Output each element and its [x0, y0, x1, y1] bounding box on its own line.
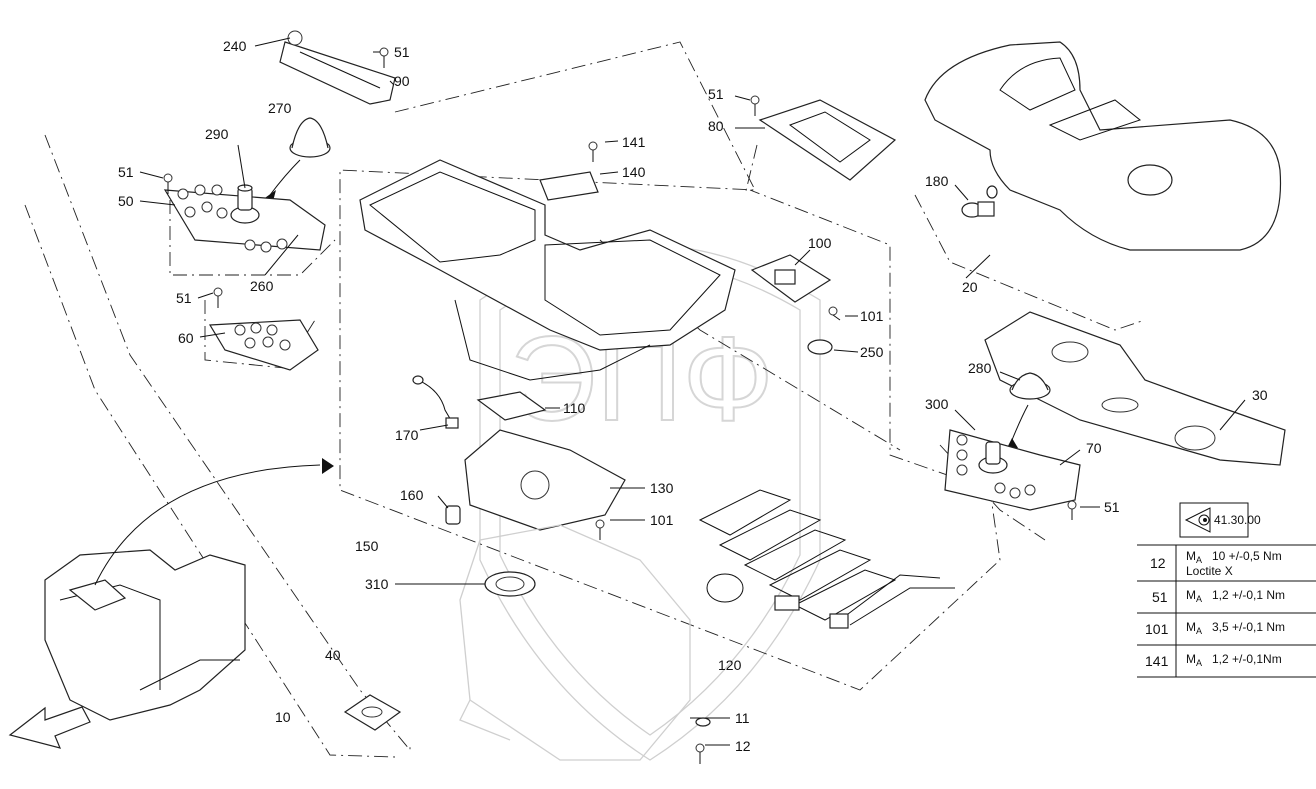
- callout-160: 160: [400, 487, 424, 503]
- part-70-button-panel: [944, 429, 1081, 511]
- part-110-bracket: [476, 391, 547, 421]
- screw-51-top: [379, 47, 389, 68]
- torque-value: 1,2 +/-0,1 Nm: [1212, 588, 1285, 602]
- callout-280: 280: [968, 360, 992, 376]
- callout-10: 10: [275, 709, 291, 725]
- callout-110: 110: [563, 400, 586, 416]
- part-30-gasket: [984, 311, 1286, 466]
- callout-101-a: 101: [860, 308, 884, 324]
- part-120-cable-harness: [698, 489, 955, 629]
- callout-141: 141: [622, 134, 646, 150]
- callout-11: 11: [735, 710, 750, 726]
- reference-code: 41.30.00: [1214, 513, 1261, 527]
- torque-symbol: MA: [1186, 588, 1202, 604]
- part-80-display-panel: [758, 99, 897, 181]
- torque-symbol: MA: [1186, 549, 1202, 565]
- screw-51-display: [750, 95, 760, 116]
- callout-101-b: 101: [650, 512, 674, 528]
- torque-row: 12 MA 10 +/-0,5 Nm Loctite X: [1150, 549, 1282, 578]
- callout-60: 60: [178, 330, 194, 346]
- part-250-ring: [807, 339, 833, 355]
- callout-80: 80: [708, 118, 724, 134]
- torque-row: 51 MA 1,2 +/-0,1 Nm: [1152, 588, 1285, 605]
- screw-101-lower: [595, 519, 605, 540]
- callout-90: 90: [394, 73, 410, 89]
- part-100-control-unit: [750, 254, 832, 303]
- part-90-cover-strip: [279, 30, 396, 105]
- torque-symbol: MA: [1186, 652, 1202, 668]
- part-50-button-panel: [163, 184, 326, 253]
- torque-row-number: 12: [1150, 555, 1166, 571]
- torque-row-number: 141: [1145, 653, 1169, 669]
- screw-141: [588, 141, 598, 162]
- callout-labels: 240 51 90 270 290 51 50 260 51 60 141 14…: [118, 38, 1268, 754]
- part-270-rubber-boot: [262, 117, 331, 205]
- torque-table: 12 MA 10 +/-0,5 Nm Loctite X 51 MA 1,2 +…: [1137, 544, 1316, 678]
- pedestal-outline: [459, 524, 691, 761]
- torque-row: 141 MA 1,2 +/-0,1Nm: [1145, 652, 1282, 669]
- callout-50: 50: [118, 193, 134, 209]
- callout-51-d: 51: [708, 86, 724, 102]
- part-280-rubber-boot: [1005, 372, 1051, 452]
- callout-240: 240: [223, 38, 247, 54]
- part-40-sticker: [343, 694, 402, 731]
- callout-120: 120: [718, 657, 742, 673]
- leader-lines: [139, 37, 1246, 746]
- torque-value: 10 +/-0,5 Nm: [1212, 549, 1282, 563]
- machine-overview-illustration: [44, 458, 334, 721]
- eye-icon: [1184, 507, 1211, 533]
- screw-12: [695, 743, 705, 764]
- callout-100: 100: [808, 235, 832, 251]
- callout-260: 260: [250, 278, 274, 294]
- screw-101-upper: [828, 306, 841, 321]
- callout-140: 140: [622, 164, 646, 180]
- view-direction-arrow: [8, 706, 91, 749]
- callout-250: 250: [860, 344, 884, 360]
- part-310-mounting-ring: [484, 571, 536, 597]
- callout-290: 290: [205, 126, 229, 142]
- part-130-base-plate: [464, 429, 626, 531]
- callout-40: 40: [325, 647, 341, 663]
- callout-70: 70: [1086, 440, 1102, 456]
- torque-row-number: 101: [1145, 621, 1169, 637]
- part-180-key-lock: [961, 185, 998, 218]
- reference-box: 41.30.00: [1179, 502, 1261, 538]
- part-140-cover-plate: [539, 171, 599, 201]
- torque-value: 3,5 +/-0,1 Nm: [1212, 620, 1285, 634]
- callout-51-e: 51: [1104, 499, 1120, 515]
- callout-310: 310: [365, 576, 389, 592]
- screw-51-right: [1067, 500, 1077, 520]
- callout-180: 180: [925, 173, 949, 189]
- torque-symbol: MA: [1186, 620, 1202, 636]
- torque-note: Loctite X: [1186, 564, 1233, 578]
- torque-value: 1,2 +/-0,1Nm: [1212, 652, 1282, 666]
- part-60-button-panel: [208, 319, 319, 371]
- part-170-sensor-cable: [412, 375, 459, 429]
- part-150-console-housing: [359, 159, 736, 381]
- part-20-seat-cover: [924, 41, 1282, 251]
- callout-130: 130: [650, 480, 674, 496]
- torque-row-number: 51: [1152, 589, 1168, 605]
- callout-20: 20: [962, 279, 978, 295]
- callout-51-c: 51: [176, 290, 192, 306]
- callout-12: 12: [735, 738, 751, 754]
- torque-row: 101 MA 3,5 +/-0,1 Nm: [1145, 620, 1285, 637]
- part-160-knob: [445, 505, 461, 525]
- callout-51-a: 51: [394, 44, 410, 60]
- callout-300: 300: [925, 396, 949, 412]
- screw-51-left: [213, 287, 223, 308]
- washer-11: [695, 717, 711, 727]
- grouping-lines: [24, 41, 1146, 758]
- screw-51-mid: [163, 173, 173, 194]
- callout-170: 170: [395, 427, 419, 443]
- callout-51-b: 51: [118, 164, 134, 180]
- callout-30: 30: [1252, 387, 1268, 403]
- callout-150: 150: [355, 538, 379, 554]
- callout-270: 270: [268, 100, 292, 116]
